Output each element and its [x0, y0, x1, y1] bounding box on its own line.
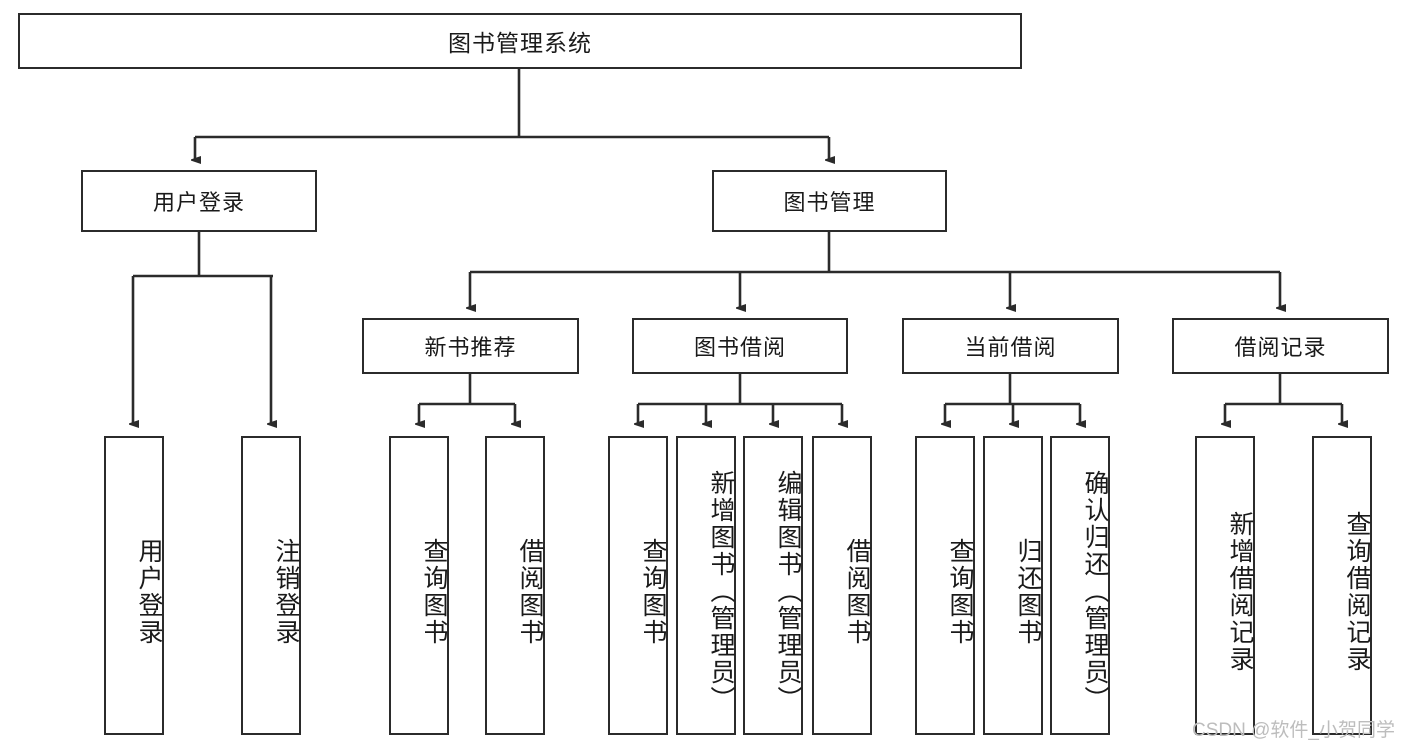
node-leaf-user-login[interactable]: 用户登录	[104, 436, 164, 735]
node-leaf-user-login-label: 用户登录	[135, 537, 163, 646]
node-leaf-confirm-return-label: 确认归还（管理员）	[1081, 470, 1109, 713]
node-leaf-query-book-2[interactable]: 查询图书	[608, 436, 668, 735]
csdn-watermark: CSDN @软件_小贺同学	[1192, 720, 1395, 741]
node-leaf-query-book-3-label: 查询图书	[946, 537, 974, 646]
node-leaf-query-book-2-label: 查询图书	[639, 537, 667, 646]
node-user-login-label: 用户登录	[152, 190, 245, 215]
node-leaf-confirm-return[interactable]: 确认归还（管理员）	[1050, 436, 1110, 735]
node-root-system[interactable]: 图书管理系统	[18, 13, 1022, 69]
node-current-borrow-label: 当前借阅	[964, 335, 1057, 360]
node-book-manage[interactable]: 图书管理	[712, 170, 947, 232]
node-leaf-query-book-3[interactable]: 查询图书	[915, 436, 975, 735]
node-book-borrow-label: 图书借阅	[693, 335, 786, 360]
node-borrow-record[interactable]: 借阅记录	[1172, 318, 1389, 374]
node-user-login[interactable]: 用户登录	[81, 170, 317, 232]
node-leaf-add-borrow-record-label: 新增借阅记录	[1226, 510, 1254, 673]
node-leaf-logout-label: 注销登录	[272, 537, 300, 646]
node-book-manage-label: 图书管理	[783, 190, 876, 215]
node-leaf-query-borrow-record-label: 查询借阅记录	[1343, 510, 1371, 673]
node-leaf-edit-book[interactable]: 编辑图书（管理员）	[743, 436, 803, 735]
node-leaf-return-book[interactable]: 归还图书	[983, 436, 1043, 735]
node-leaf-add-book-label: 新增图书（管理员）	[707, 470, 735, 713]
node-leaf-query-book-1[interactable]: 查询图书	[389, 436, 449, 735]
node-new-book-recommend[interactable]: 新书推荐	[362, 318, 579, 374]
node-leaf-borrow-book-1[interactable]: 借阅图书	[485, 436, 545, 735]
node-leaf-edit-book-label: 编辑图书（管理员）	[774, 470, 802, 713]
node-leaf-query-book-1-label: 查询图书	[420, 537, 448, 646]
node-borrow-record-label: 借阅记录	[1234, 335, 1327, 360]
node-leaf-borrow-book-1-label: 借阅图书	[516, 537, 544, 646]
node-leaf-add-borrow-record[interactable]: 新增借阅记录	[1195, 436, 1255, 735]
node-current-borrow[interactable]: 当前借阅	[902, 318, 1119, 374]
node-leaf-query-borrow-record[interactable]: 查询借阅记录	[1312, 436, 1372, 735]
node-new-book-recommend-label: 新书推荐	[424, 335, 517, 360]
node-leaf-borrow-book-2[interactable]: 借阅图书	[812, 436, 872, 735]
node-book-borrow[interactable]: 图书借阅	[632, 318, 848, 374]
node-leaf-borrow-book-2-label: 借阅图书	[843, 537, 871, 646]
node-leaf-add-book[interactable]: 新增图书（管理员）	[676, 436, 736, 735]
node-leaf-return-book-label: 归还图书	[1014, 537, 1042, 646]
node-root-label: 图书管理系统	[448, 30, 592, 56]
node-leaf-logout[interactable]: 注销登录	[241, 436, 301, 735]
